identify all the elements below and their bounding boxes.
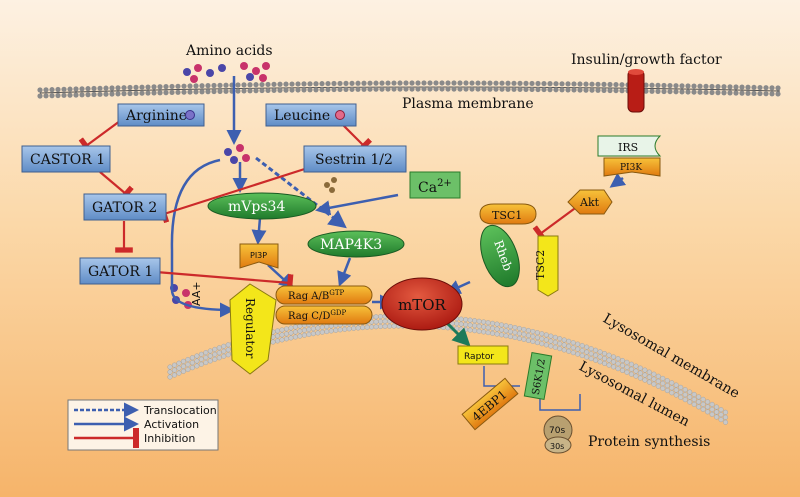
rag-ab-node: Rag A/BGTP [275, 285, 373, 305]
s6k-node: S6K1/2 [523, 352, 553, 400]
legend-inhibition: Inhibition [144, 432, 195, 445]
svg-text:Regulator: Regulator [243, 298, 257, 359]
svg-text:Arginine: Arginine [125, 108, 187, 124]
activation-arrows [170, 76, 636, 318]
sestrin-node: Sestrin 1/2 [303, 145, 407, 173]
svg-text:IRS: IRS [618, 141, 638, 154]
insulin-label: Insulin/growth factor [571, 52, 722, 68]
svg-text:GATOR 1: GATOR 1 [88, 264, 153, 280]
svg-text:Leucine: Leucine [274, 108, 330, 124]
plasma-membrane-label: Plasma membrane [402, 96, 534, 112]
legend: Translocation Activation Inhibition [67, 399, 219, 451]
calcium-node: Ca2+ [409, 171, 461, 199]
legend-activation: Activation [144, 418, 199, 431]
pi3k-node: PI3K [603, 157, 661, 177]
tsc1-node: TSC1 [479, 203, 537, 225]
regulator-node: Regulator [229, 283, 277, 375]
svg-text:30s: 30s [550, 442, 564, 451]
leucine-node: Leucine [265, 103, 357, 127]
mtor-raptor-arrow [444, 320, 471, 347]
akt-node: Akt [567, 189, 613, 215]
plasma-membrane [37, 80, 781, 99]
mtor-node: mTOR [381, 277, 463, 331]
gator2-node: GATOR 2 [83, 193, 167, 221]
svg-text:Sestrin 1/2: Sestrin 1/2 [315, 152, 393, 168]
gator1-node: GATOR 1 [79, 257, 161, 285]
svg-text:Akt: Akt [579, 196, 600, 209]
legend-translocation: Translocation [143, 404, 217, 417]
svg-text:PI3K: PI3K [620, 163, 642, 173]
irs-node: IRS [597, 135, 662, 157]
castor1-node: CASTOR 1 [21, 145, 111, 173]
ribosome-node: 70s 30s [543, 415, 573, 454]
tsc2-node: TSC2 [534, 235, 559, 297]
svg-text:Ca2+: Ca2+ [418, 178, 452, 196]
translocation-arrow [255, 156, 347, 229]
svg-text:TSC1: TSC1 [492, 209, 522, 222]
svg-text:Rag C/DGDP: Rag C/DGDP [288, 309, 347, 322]
rheb-node: Rheb [480, 224, 520, 288]
svg-text:70s: 70s [549, 426, 565, 436]
aa-plus-label: AA+ [190, 281, 203, 306]
arginine-node: Arginine [117, 103, 205, 127]
raptor-node: Raptor [457, 345, 509, 365]
map4k3-node: MAP4K3 [307, 230, 405, 258]
rag-cd-node: Rag C/DGDP [275, 305, 373, 325]
svg-text:MAP4K3: MAP4K3 [320, 237, 382, 253]
svg-text:GATOR 2: GATOR 2 [92, 200, 157, 216]
svg-text:CASTOR 1: CASTOR 1 [30, 152, 105, 168]
pi3p-node: PI3P [239, 243, 279, 269]
svg-text:Raptor: Raptor [464, 352, 494, 362]
amino-acids-label: Amino acids [185, 43, 273, 59]
svg-text:Rag A/BGTP: Rag A/BGTP [288, 289, 345, 302]
insulin-receptor [627, 69, 645, 113]
mvps34-node: mVps34 [207, 192, 317, 220]
svg-text:mVps34: mVps34 [228, 199, 285, 215]
svg-text:TSC2: TSC2 [534, 250, 547, 280]
svg-text:PI3P: PI3P [250, 251, 267, 260]
svg-text:mTOR: mTOR [398, 296, 447, 314]
protein-synthesis-label: Protein synthesis [588, 434, 710, 450]
